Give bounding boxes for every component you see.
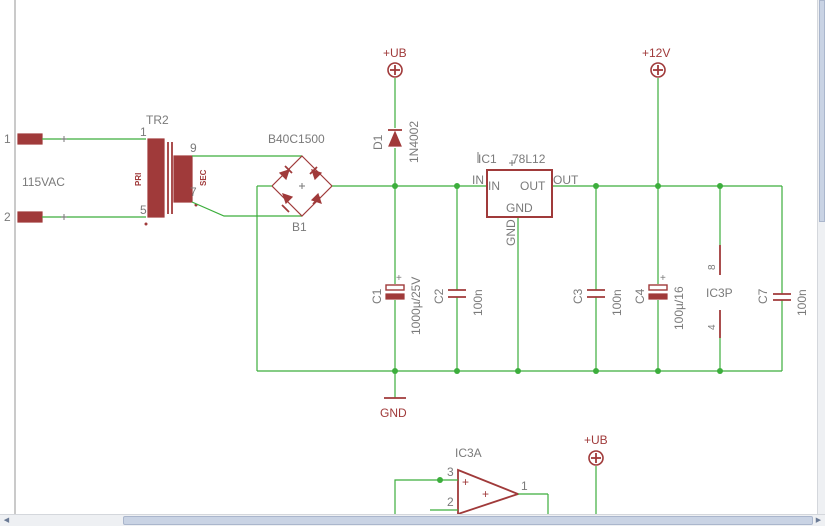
supply-ub-top[interactable]: +UB bbox=[383, 46, 407, 78]
reg-out-outer: OUT bbox=[553, 173, 579, 187]
c3-value: 100n bbox=[610, 289, 624, 316]
reg-in-outer: IN bbox=[472, 173, 484, 187]
transformer-pin5: 5 bbox=[140, 203, 147, 217]
input-voltage-label: 115VAC bbox=[22, 175, 65, 189]
transformer-pin9: 9 bbox=[190, 141, 197, 155]
regulator-ic1[interactable]: IN OUT GND IN OUT GND IC1 78L12 bbox=[472, 152, 579, 246]
input-pin2-label: 2 bbox=[4, 210, 11, 224]
transformer-pri-label: PRI bbox=[134, 173, 143, 186]
svg-text:+: + bbox=[660, 273, 666, 284]
opamp-ic3a[interactable]: IC3A 3 2 1 + + bbox=[394, 446, 597, 514]
reg-gnd-outer: GND bbox=[504, 219, 518, 246]
opamp-pin3: 3 bbox=[447, 465, 454, 479]
reg-in-inner: IN bbox=[488, 179, 500, 193]
junctions bbox=[392, 183, 723, 374]
transformer-pin1: 1 bbox=[140, 125, 147, 139]
opamp-plus: + bbox=[462, 475, 469, 489]
c4-name: C4 bbox=[633, 288, 647, 304]
gnd-label: GND bbox=[380, 406, 407, 420]
opamp-pin1: 1 bbox=[521, 479, 528, 493]
ground-symbol[interactable]: GND bbox=[380, 397, 407, 420]
diode-d1[interactable]: D1 1N4002 bbox=[371, 121, 421, 163]
ic3p-pin4: 4 bbox=[707, 324, 718, 330]
scroll-right-arrow-icon[interactable]: ▶ bbox=[815, 517, 822, 524]
bridge-name: B1 bbox=[292, 220, 307, 234]
capacitor-c2[interactable]: C2 100n bbox=[432, 288, 485, 316]
c2-name: C2 bbox=[432, 288, 446, 304]
c7-name: C7 bbox=[756, 288, 770, 304]
c7-value: 100n bbox=[795, 289, 809, 316]
c3-name: C3 bbox=[571, 288, 585, 304]
capacitor-c1[interactable]: + C1 1000µ/25V bbox=[370, 273, 423, 335]
transformer-tr2[interactable]: PRI SEC TR2 1 5 9 7 bbox=[134, 113, 208, 226]
reg-name: IC1 bbox=[478, 152, 497, 166]
supply-ub-bottom-label: +UB bbox=[584, 433, 608, 447]
diode-name: D1 bbox=[371, 134, 385, 150]
transformer-sec-label: SEC bbox=[199, 169, 208, 186]
ac-input-connector[interactable]: 1 2 115VAC bbox=[4, 132, 146, 224]
vertical-scrollbar[interactable] bbox=[817, 0, 825, 514]
supply-12v[interactable]: +12V bbox=[642, 46, 670, 78]
c4-value: 100µ/16 bbox=[672, 286, 686, 330]
reg-value: 78L12 bbox=[512, 152, 546, 166]
supply-ub-bottom[interactable]: +UB bbox=[584, 433, 608, 466]
reg-gnd-inner: GND bbox=[506, 201, 533, 215]
supply-12v-label: +12V bbox=[642, 46, 670, 60]
scroll-left-arrow-icon[interactable]: ◀ bbox=[3, 517, 10, 524]
ic3p-power-pins[interactable]: 8 4 IC3P bbox=[706, 245, 733, 338]
ic3p-pin8: 8 bbox=[707, 264, 718, 270]
bridge-rectifier-b1[interactable]: B40C1500 B1 bbox=[268, 132, 333, 234]
diode-value: 1N4002 bbox=[407, 121, 421, 163]
vertical-scrollbar-thumb[interactable] bbox=[819, 0, 825, 222]
opamp-pin2: 2 bbox=[447, 495, 454, 509]
input-pin1-label: 1 bbox=[4, 132, 11, 146]
c1-name: C1 bbox=[370, 288, 384, 304]
ic3p-name: IC3P bbox=[706, 286, 733, 300]
capacitor-c4[interactable]: + C4 100µ/16 bbox=[633, 273, 686, 330]
svg-text:+: + bbox=[396, 273, 402, 284]
horizontal-scrollbar-thumb[interactable] bbox=[123, 516, 813, 525]
opamp-name: IC3A bbox=[455, 446, 482, 460]
transformer-name: TR2 bbox=[146, 113, 169, 127]
supply-ub-top-label: +UB bbox=[383, 46, 407, 60]
bridge-value: B40C1500 bbox=[268, 132, 325, 146]
reg-out-inner: OUT bbox=[520, 179, 546, 193]
schematic-canvas[interactable]: 1 2 115VAC PRI SEC TR2 1 5 9 7 B40C1500 … bbox=[0, 0, 825, 514]
opamp-out-plus: + bbox=[482, 487, 489, 501]
transformer-pin7: 7 bbox=[190, 185, 197, 199]
c2-value: 100n bbox=[471, 289, 485, 316]
capacitor-c3[interactable]: C3 100n bbox=[571, 288, 624, 316]
c1-value: 1000µ/25V bbox=[409, 277, 423, 335]
capacitor-c7[interactable]: C7 100n bbox=[756, 288, 809, 316]
horizontal-scrollbar[interactable]: ◀ ▶ bbox=[0, 514, 825, 526]
